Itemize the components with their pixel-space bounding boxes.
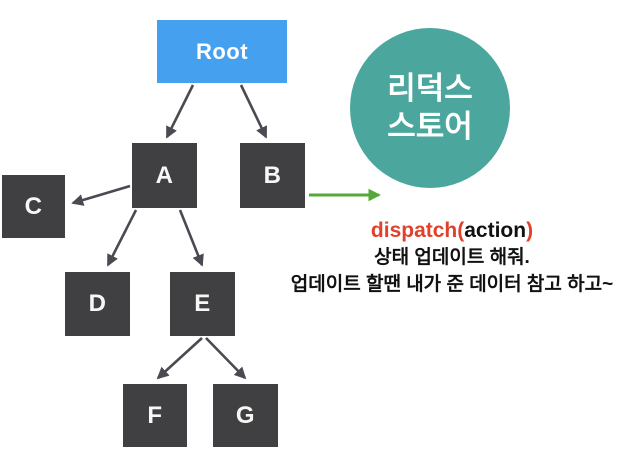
tree-node-d-label: D (88, 290, 107, 317)
redux-store-circle: 리덕스 스토어 (350, 28, 510, 188)
edge-e-g (205, 337, 247, 380)
redux-store-label-line2: 스토어 (387, 109, 473, 144)
tree-node-c: C (2, 175, 65, 238)
tree-node-c-label: C (24, 192, 43, 220)
tree-node-root: Root (157, 20, 287, 83)
tree-node-d: D (65, 272, 130, 336)
edge-root-a (165, 84, 195, 139)
tree-node-f: F (123, 384, 187, 447)
edge-a-e (178, 209, 204, 267)
edge-a-d (106, 209, 138, 267)
edge-root-b (239, 84, 268, 139)
tree-node-a-label: A (155, 161, 174, 189)
annotation-line2: 상태 업데이트 해줘. (374, 247, 530, 268)
dispatch-arg: action (464, 219, 527, 242)
tree-node-a: A (132, 143, 197, 208)
dispatch-suffix: ) (526, 219, 534, 242)
tree-node-e-label: E (194, 290, 211, 317)
tree-node-f-label: F (147, 401, 163, 429)
dispatch-prefix: dispatch( (370, 219, 465, 242)
tree-node-b: B (240, 143, 305, 208)
annotation-line3: 업데이트 할땐 내가 준 데이터 참고 하고~ (290, 274, 614, 295)
tree-node-g: G (213, 384, 278, 447)
tree-node-root-label: Root (195, 38, 249, 64)
tree-node-b-label: B (263, 161, 282, 189)
edge-e-f (156, 337, 203, 380)
tree-node-e: E (170, 272, 235, 336)
tree-node-g-label: G (235, 401, 256, 429)
edge-a-c (71, 184, 131, 206)
redux-store-label-line1: 리덕스 (387, 71, 473, 106)
dispatch-annotation: dispatch(action) 상태 업데이트 해줘. 업데이트 할땐 내가 … (268, 217, 636, 299)
dispatch-call-text: dispatch(action) (268, 217, 636, 244)
